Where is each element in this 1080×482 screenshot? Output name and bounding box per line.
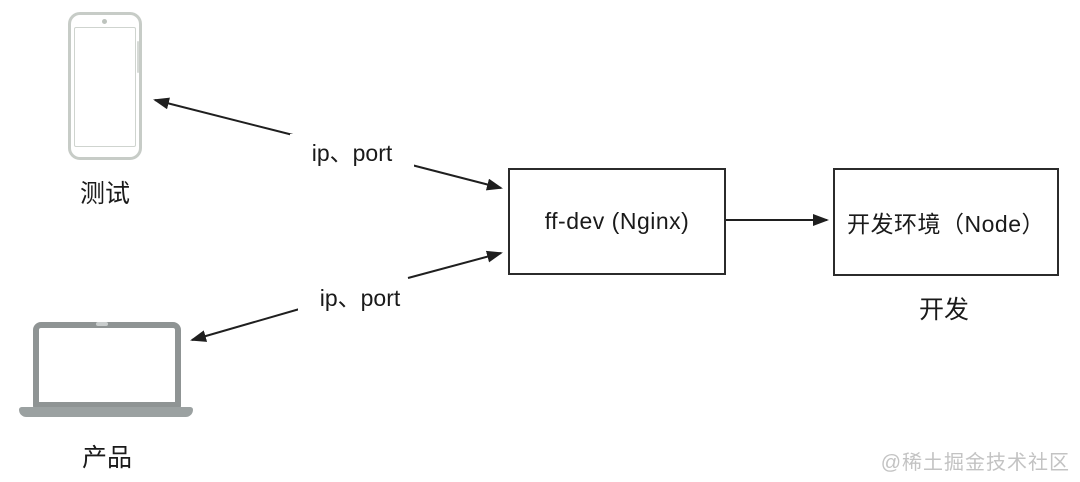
phone-side-button bbox=[137, 41, 139, 73]
arrow-to-tester-phone bbox=[153, 97, 298, 137]
tester-label: 测试 bbox=[79, 180, 130, 208]
dev-node-label: 开发环境（Node） bbox=[847, 211, 1045, 237]
arrow-product-to-nginx bbox=[407, 250, 503, 279]
edge-label-product-nginx: ip、port bbox=[298, 279, 422, 313]
laptop-icon bbox=[33, 322, 181, 408]
arrow-tester-to-nginx bbox=[399, 161, 503, 191]
phone-icon bbox=[68, 12, 142, 160]
product-label: 产品 bbox=[81, 444, 132, 472]
laptop-camera-notch bbox=[96, 322, 108, 326]
nginx-node-box: ff-dev (Nginx) bbox=[508, 168, 726, 275]
dev-node-box: 开发环境（Node） bbox=[833, 168, 1059, 276]
dev-sublabel: 开发 bbox=[918, 296, 969, 324]
watermark-text: @稀土掘金技术社区 bbox=[880, 452, 1070, 474]
phone-screen bbox=[74, 27, 136, 147]
arrow-to-product-laptop bbox=[190, 307, 304, 342]
edge-label-tester-nginx: ip、port bbox=[290, 134, 414, 168]
phone-camera-dot bbox=[102, 19, 107, 24]
laptop-base bbox=[19, 407, 193, 417]
nginx-node-label: ff-dev (Nginx) bbox=[544, 208, 690, 234]
